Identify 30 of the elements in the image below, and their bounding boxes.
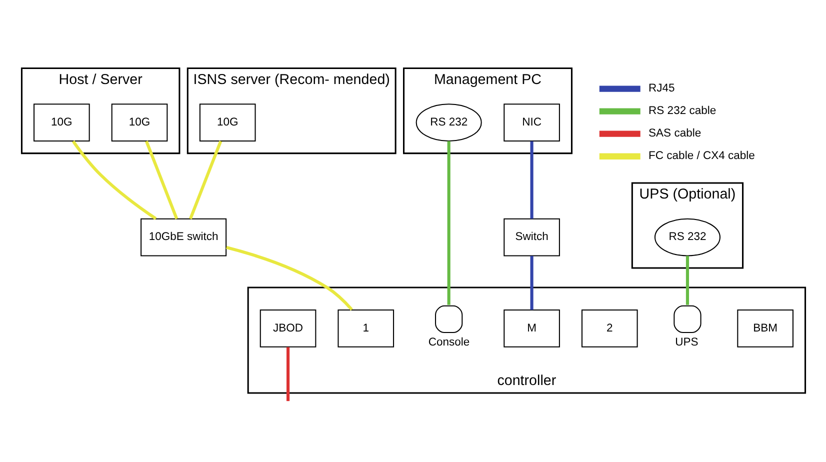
connector	[446, 141, 450, 305]
node-box: JBOD	[259, 310, 316, 348]
connector	[225, 246, 352, 311]
node-box: NIC	[503, 104, 560, 142]
node-box: M	[503, 310, 560, 348]
node-ellipse: RS 232	[415, 104, 482, 142]
connector	[144, 140, 178, 220]
node-ellipse: RS 232	[654, 218, 720, 256]
legend-label: FC cable / CX4 cable	[648, 150, 754, 162]
node-box: BBM	[736, 310, 793, 348]
node-label: Console	[428, 336, 470, 349]
connector	[530, 141, 533, 219]
node-label: UPS	[674, 336, 698, 349]
connector	[530, 256, 533, 310]
node-box: 10GbE switch	[140, 218, 226, 256]
node-box: 10G	[33, 104, 90, 142]
node-box: 10G	[110, 104, 168, 142]
legend-label: SAS cable	[648, 128, 701, 140]
connector	[685, 256, 689, 305]
connector	[188, 140, 222, 220]
node-box: Switch	[503, 218, 560, 256]
node-box: 2	[580, 310, 638, 348]
connector	[286, 347, 290, 402]
legend-label: RS 232 cable	[648, 105, 716, 118]
legend-label: RJ45	[648, 82, 674, 95]
node-circle	[673, 305, 701, 334]
node-box: 1	[337, 310, 394, 348]
node-box: 10G	[198, 104, 256, 142]
node-circle	[434, 305, 462, 334]
connector	[71, 140, 156, 220]
